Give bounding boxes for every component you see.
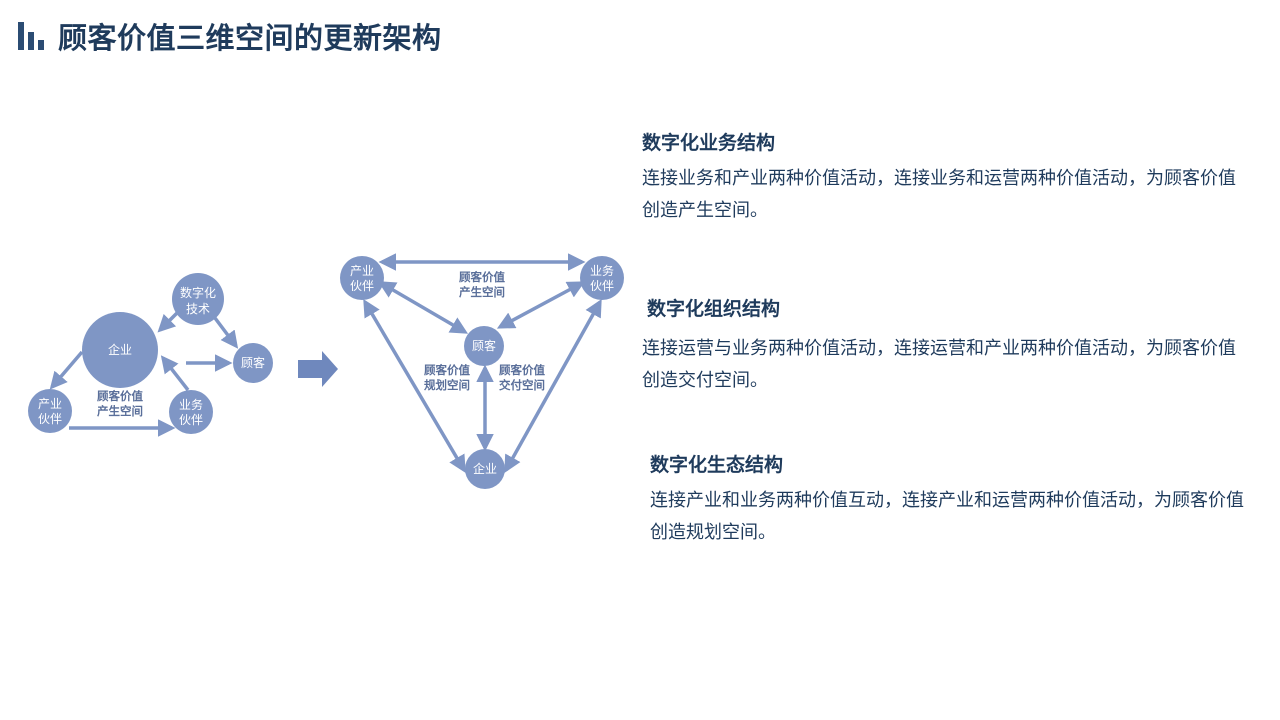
svg-text:企业: 企业 [108, 342, 132, 357]
right-left-label: 顾客价值 规划空间 [424, 363, 470, 392]
left-node-industry-partner: 产业 伙伴 [28, 389, 72, 433]
svg-text:产业: 产业 [350, 264, 374, 278]
svg-text:规划空间: 规划空间 [424, 378, 470, 392]
right-node-industry-partner: 产业 伙伴 [340, 256, 384, 300]
svg-text:数字化: 数字化 [180, 285, 216, 300]
desc-ecosystem-structure: 数字化生态结构 连接产业和业务两种价值互动，连接产业和运营两种价值活动，为顾客价… [650, 450, 1280, 549]
svg-text:伙伴: 伙伴 [590, 279, 614, 293]
edge-business-customer [496, 281, 586, 329]
desc-body: 连接运营与业务两种价值活动，连接运营和产业两种价值活动，为顾客价值 创造交付空间… [642, 338, 1236, 391]
desc-heading: 数字化生态结构 [650, 454, 784, 476]
bar-chart-icon [18, 22, 44, 50]
svg-text:业务: 业务 [179, 397, 203, 412]
svg-text:顾客价值: 顾客价值 [459, 270, 505, 284]
right-node-business-partner: 业务 伙伴 [580, 256, 624, 300]
svg-text:业务: 业务 [590, 263, 614, 278]
desc-heading: 数字化业务结构 [642, 132, 776, 154]
right-node-enterprise: 企业 [465, 449, 505, 489]
svg-text:伙伴: 伙伴 [179, 413, 203, 427]
value-space-diagram: 企业 数字化 技术 顾客 产业 伙伴 业务 伙伴 顾客价值 产生空间 产业 伙伴 [28, 253, 624, 489]
page-title: 顾客价值三维空间的更新架构 [58, 21, 442, 55]
right-right-label: 顾客价值 交付空间 [499, 363, 545, 392]
svg-text:产业: 产业 [38, 397, 62, 411]
right-node-customer: 顾客 [464, 326, 504, 366]
left-space-label: 顾客价值 产生空间 [97, 389, 143, 418]
right-diagram-edges [363, 253, 602, 474]
svg-text:顾客价值: 顾客价值 [499, 363, 545, 377]
desc-body: 连接产业和业务两种价值互动，连接产业和运营两种价值活动，为顾客价值 创造规划空间… [650, 490, 1244, 543]
edge-tech-to-customer [213, 316, 239, 349]
svg-text:产生空间: 产生空间 [97, 404, 143, 418]
left-node-business-partner: 业务 伙伴 [169, 390, 213, 434]
svg-text:伙伴: 伙伴 [350, 279, 374, 293]
desc-heading: 数字化组织结构 [647, 298, 781, 320]
svg-text:技术: 技术 [186, 302, 210, 316]
edge-business-enterprise [504, 298, 602, 474]
svg-text:顾客价值: 顾客价值 [97, 389, 143, 403]
svg-text:伙伴: 伙伴 [38, 412, 62, 426]
desc-organization-structure: 数字化组织结构 连接运营与业务两种价值活动，连接运营和产业两种价值活动，为顾客价… [642, 294, 1272, 397]
title-bar: 顾客价值三维空间的更新架构 [18, 14, 442, 58]
svg-text:企业: 企业 [473, 461, 497, 476]
svg-text:顾客: 顾客 [472, 338, 496, 353]
edge-enterprise-to-industry [49, 350, 84, 390]
left-node-enterprise: 企业 [82, 312, 158, 388]
svg-text:顾客: 顾客 [241, 355, 265, 370]
desc-business-structure: 数字化业务结构 连接业务和产业两种价值活动，连接业务和运营两种价值活动，为顾客价… [642, 128, 1272, 227]
left-node-digital-tech: 数字化 技术 [172, 273, 224, 325]
transition-arrow-icon [298, 351, 338, 387]
svg-text:产生空间: 产生空间 [459, 285, 505, 299]
svg-text:顾客价值: 顾客价值 [424, 363, 470, 377]
desc-body: 连接业务和产业两种价值活动，连接业务和运营两种价值活动，为顾客价值 创造产生空间… [642, 168, 1236, 221]
edge-business-to-enterprise [160, 355, 190, 392]
edge-industry-enterprise [363, 298, 466, 474]
svg-text:交付空间: 交付空间 [499, 378, 545, 392]
left-node-customer: 顾客 [233, 343, 273, 383]
right-top-label: 顾客价值 产生空间 [459, 270, 505, 299]
edge-industry-customer [377, 281, 469, 334]
